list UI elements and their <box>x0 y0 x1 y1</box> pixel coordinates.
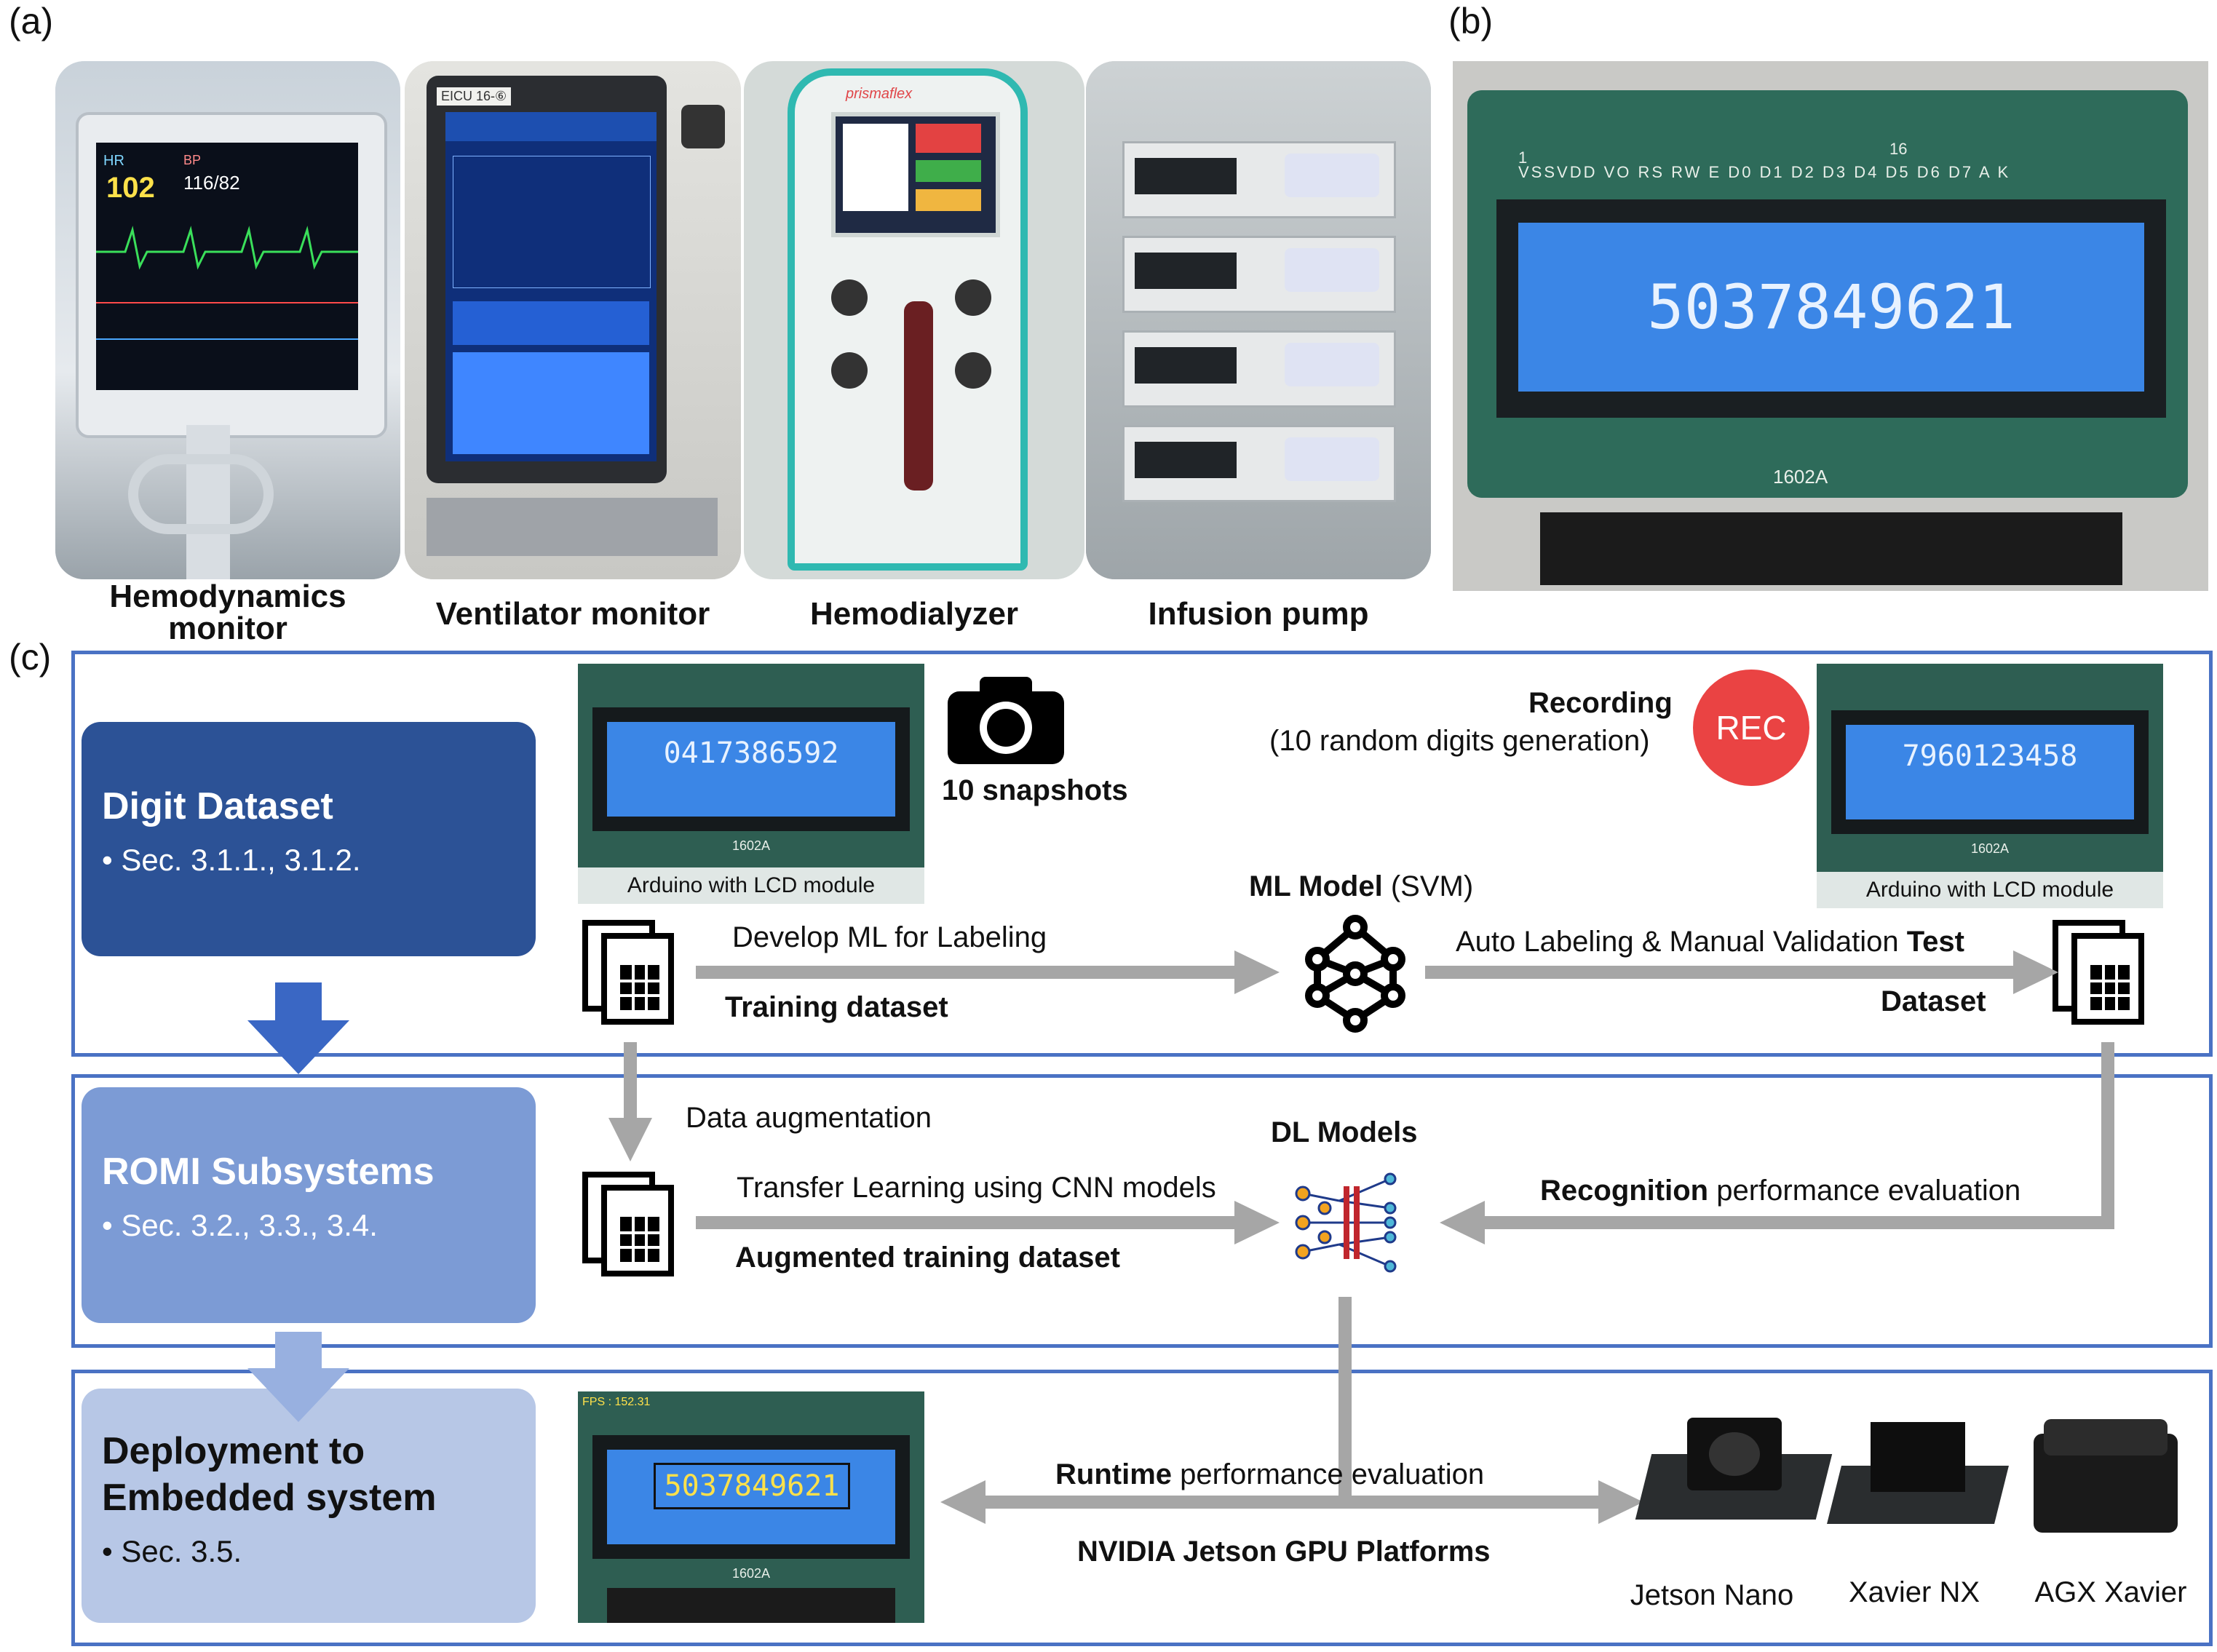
arrowhead-runtime-left <box>940 1480 985 1524</box>
hemodialyzer-brand: prismaflex <box>846 86 913 102</box>
ventilator-monitor-photo: EICU 16-⑥ <box>405 61 741 579</box>
arrow-stage-2-to-3 <box>247 1332 349 1422</box>
test-dataset-icon <box>2053 920 2144 1025</box>
arrowhead-augmentation <box>608 1118 652 1161</box>
frame-romi-subsystems <box>71 1074 2213 1348</box>
arrow-stage-1-to-2 <box>247 982 349 1074</box>
panel-label-c: (c) <box>9 637 52 678</box>
frame-digit-dataset <box>71 651 2213 1057</box>
ecg-waveform <box>96 226 358 340</box>
snapshots-label: 10 snapshots <box>942 774 1128 806</box>
auto-labeling-text: Auto Labeling & Manual Validation <box>1456 926 1907 958</box>
stage-deployment-title-line2: Embedded system <box>102 1477 437 1519</box>
lcd-model-left: 1602A <box>732 838 771 853</box>
hr-value: 102 <box>106 172 155 204</box>
agx-xavier-device <box>2026 1412 2185 1533</box>
ventilator-screen-title: EICU 16-⑥ <box>437 87 512 106</box>
arrowhead-transfer <box>1234 1201 1280 1244</box>
caption-hemodialyzer: Hemodialyzer <box>809 596 1019 632</box>
stage-romi-title: ROMI Subsystems <box>102 1151 435 1193</box>
hemodialyzer-photo: prismaflex <box>744 61 1084 579</box>
bp-label: BP <box>183 153 202 167</box>
arrowhead-recognition <box>1440 1201 1485 1244</box>
deployment-lcd-photo: FPS : 152.31 5037849621 1602A <box>578 1391 924 1623</box>
nvidia-label: NVIDIA Jetson GPU Platforms <box>1077 1536 1491 1568</box>
augmented-dataset-icon <box>582 1172 674 1276</box>
caption-hemodynamics-monitor: Hemodynamics monitor <box>55 581 400 645</box>
develop-ml-label: Develop ML for Labeling <box>732 921 1047 953</box>
recording-sub-label: (10 random digits generation) <box>1269 725 1650 757</box>
stage-arrows <box>247 982 349 1422</box>
lcd-screen-b: 5037849621 <box>1518 223 2144 392</box>
caption-infusion-pump: Infusion pump <box>1148 596 1369 632</box>
platform-xavier-nx: Xavier NX <box>1848 1576 1980 1608</box>
arrowhead-develop-ml <box>1234 950 1280 994</box>
lcd-screen-left: 0417386592 <box>607 722 895 817</box>
dl-models-network-icon <box>1295 1172 1397 1273</box>
platform-jetson-nano: Jetson Nano <box>1630 1579 1794 1611</box>
lcd-pin-first: 1 <box>1518 148 1529 167</box>
lcd-model-right: 1602A <box>1971 841 2010 856</box>
stage-romi-subsystems: ROMI Subsystems • Sec. 3.2., 3.3., 3.4. <box>82 1087 536 1323</box>
runtime-label: Runtime performance evaluation <box>1055 1458 1484 1491</box>
ml-model-rest: (SVM) <box>1382 870 1474 902</box>
lcd-model-deploy: 1602A <box>732 1566 771 1581</box>
dl-models-label: DL Models <box>1271 1116 1418 1148</box>
recognition-rest: performance evaluation <box>1708 1175 2021 1207</box>
stage-deployment-sec: Sec. 3.5. <box>121 1534 242 1568</box>
rec-icon: REC <box>1693 670 1809 786</box>
stage-romi-sec: Sec. 3.2., 3.3., 3.4. <box>121 1208 378 1242</box>
data-augmentation-label: Data augmentation <box>686 1102 932 1134</box>
platform-agx-xavier: AGX Xavier <box>2034 1576 2187 1608</box>
arduino-caption-left: Arduino with LCD module <box>578 867 924 904</box>
hemodynamics-monitor-photo: HR 102 BP 116/82 <box>55 61 400 579</box>
hr-label: HR <box>103 153 124 169</box>
auto-labeling-label: Auto Labeling & Manual Validation Test <box>1456 926 1964 958</box>
caption-hemodynamics-line2: monitor <box>168 611 287 646</box>
test-label: Test <box>1906 926 1964 958</box>
dataset-label: Dataset <box>1881 985 1986 1017</box>
lcd-screen-right: 7960123458 <box>1846 725 2134 819</box>
lcd-pin-labels: VSSVDD VO RS RW E D0 D1 D2 D3 D4 D5 D6 D… <box>1518 163 2011 181</box>
lcd-module-photo: 1 VSSVDD VO RS RW E D0 D1 D2 D3 D4 D5 D6… <box>1453 61 2208 591</box>
camera-icon <box>948 677 1064 764</box>
infusion-pump-photo <box>1086 61 1431 579</box>
runtime-rest: performance evaluation <box>1172 1458 1485 1490</box>
stage-deployment-title-line1: Deployment to <box>102 1430 365 1472</box>
recognition-bold: Recognition <box>1540 1175 1709 1207</box>
stage-digit-dataset-title: Digit Dataset <box>102 785 333 827</box>
lcd-model-b: 1602A <box>1773 466 1828 488</box>
stage-digit-dataset-sec: Sec. 3.1.1., 3.1.2. <box>121 843 361 877</box>
recognition-label: Recognition performance evaluation <box>1540 1175 2020 1207</box>
detected-digits-box: 5037849621 <box>654 1463 850 1509</box>
caption-ventilator-monitor: Ventilator monitor <box>435 596 710 632</box>
arduino-caption-right: Arduino with LCD module <box>1817 872 2163 908</box>
training-dataset-icon <box>582 920 674 1025</box>
transfer-learning-label: Transfer Learning using CNN models <box>737 1172 1216 1204</box>
frame-deployment <box>71 1370 2213 1646</box>
fps-readout: FPS : 152.31 <box>582 1396 651 1408</box>
bp-value: 116/82 <box>183 172 240 194</box>
recording-label: Recording <box>1528 687 1673 719</box>
augmented-training-label: Augmented training dataset <box>735 1242 1120 1274</box>
panel-label-a: (a) <box>9 1 54 41</box>
arrowhead-auto-labeling <box>2013 950 2058 994</box>
arduino-lcd-right-photo: 7960123458 1602A Arduino with LCD module <box>1817 664 2163 908</box>
panel-label-b: (b) <box>1448 1 1494 41</box>
stage-digit-dataset: Digit Dataset • Sec. 3.1.1., 3.1.2. <box>82 722 536 956</box>
ml-model-bold: ML Model <box>1249 870 1383 902</box>
xavier-nx-board <box>1827 1422 2009 1531</box>
caption-hemodynamics-line1: Hemodynamics <box>109 579 346 614</box>
ml-model-network-icon <box>1305 915 1405 1033</box>
training-dataset-label: Training dataset <box>725 991 948 1023</box>
arrowhead-runtime-right <box>1598 1480 1643 1524</box>
arrow-recognition <box>1482 1042 2114 1229</box>
jetson-nano-board <box>1635 1418 1833 1527</box>
ml-model-label: ML Model (SVM) <box>1249 870 1473 903</box>
stage-deployment: Deployment to Embedded system • Sec. 3.5… <box>82 1389 536 1623</box>
arduino-lcd-left-photo: 0417386592 1602A Arduino with LCD module <box>578 664 924 904</box>
lcd-pin-last: 16 <box>1889 140 1908 158</box>
runtime-bold: Runtime <box>1055 1458 1172 1490</box>
